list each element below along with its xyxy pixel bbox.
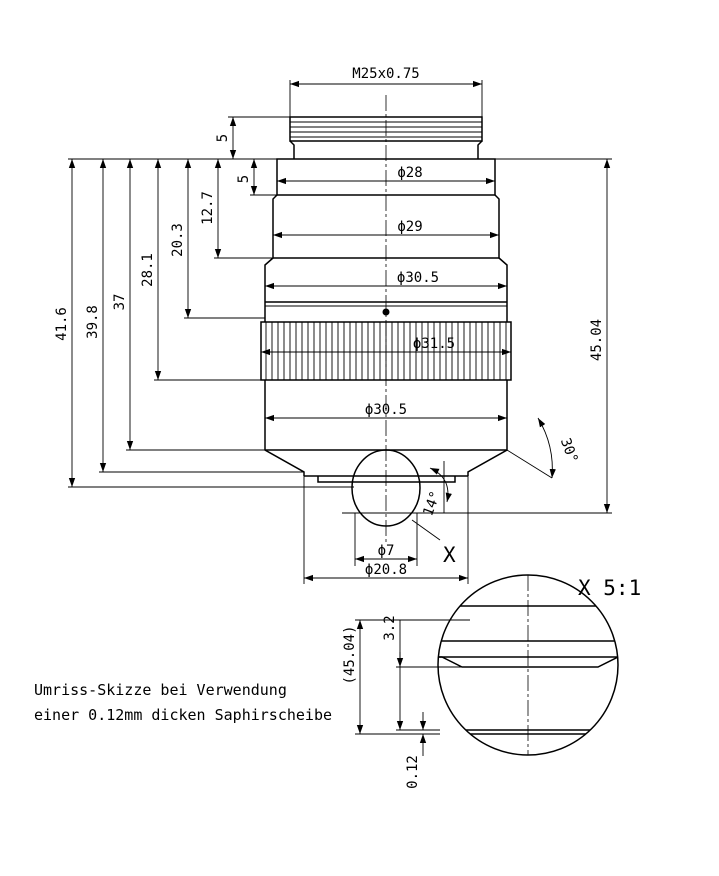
h-39-8-label: 39.8 [85,305,101,339]
knurl-lines [265,322,507,380]
neck-right [477,140,483,159]
h-37-label: 37 [112,294,128,311]
detail-ref-height-label: (45.04) [342,625,358,684]
h-12-7-label: 12.7 [200,191,216,225]
detail-title: X 5:1 [578,576,641,600]
detail-3-2-label: 3.2 [382,615,398,640]
angle-14-label: 14° [420,489,444,518]
dia-29-label: ϕ29 [397,219,422,235]
detail-leader [411,519,441,541]
h-20-3-label: 20.3 [170,223,186,257]
section-d30-5-lower-left [264,380,305,476]
height-dimensions: 5 5 12.7 20.3 28.1 37 39.8 41.6 45.04 [54,116,612,514]
neck-left [289,140,295,159]
dia-20-8-label: ϕ20.8 [365,562,407,578]
h-5-top-label: 5 [215,134,231,142]
detail-view: X 5:1 (45.04) 3.2 0.12 [342,574,641,789]
note-line-2: einer 0.12mm dicken Saphirscheibe [34,706,332,724]
h-41-6-label: 41.6 [54,307,70,341]
detail-marker-x: X [443,543,456,567]
h-45-04-label: 45.04 [589,319,605,361]
note-line-1: Umriss-Skizze bei Verwendung [34,681,287,699]
dia-30-5-upper-label: ϕ30.5 [397,270,439,286]
thread-label: M25x0.75 [352,66,419,82]
dia-28-label: ϕ28 [397,165,422,181]
detail-0-12-label: 0.12 [405,755,421,789]
index-dot [382,308,390,316]
h-28-1-label: 28.1 [140,253,156,287]
dia-7-label: ϕ7 [378,543,395,559]
lens-body [260,95,512,545]
dia-30-5-lower-label: ϕ30.5 [365,402,407,418]
section-d30-5-lower-right [467,380,508,476]
angle-30-label: 30° [557,436,581,465]
front-nose [317,476,456,483]
h-5-second-label: 5 [236,175,252,183]
diameter-dimensions: M25x0.75 ϕ28 ϕ29 ϕ30.5 ϕ31.5 ϕ30.5 ϕ7 ϕ2… [261,66,511,584]
dia-31-5-label: ϕ31.5 [413,336,455,352]
